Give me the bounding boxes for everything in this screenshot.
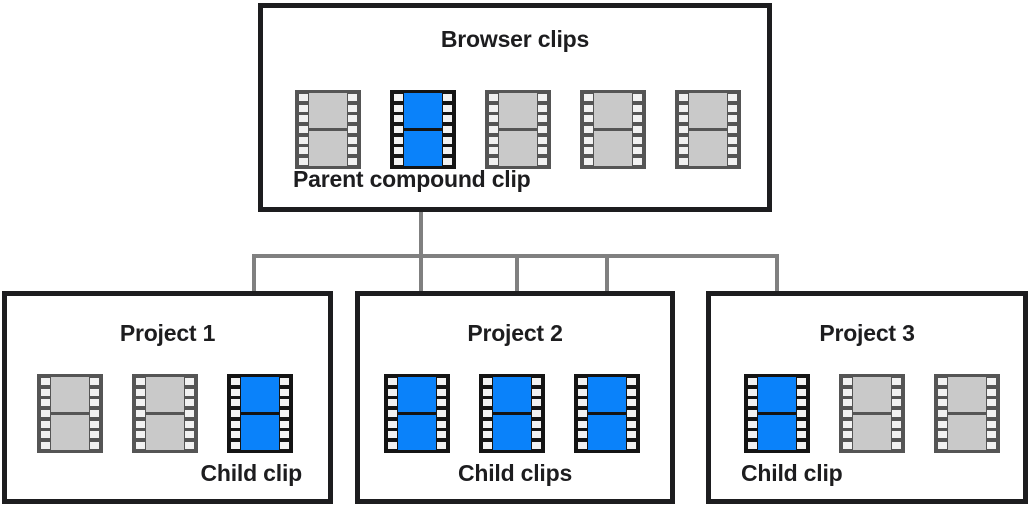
film-perforations-right-icon <box>986 377 997 450</box>
film-perforations-left-icon <box>678 93 689 166</box>
project-1-panel: Project 1 <box>2 291 333 504</box>
film-frames <box>146 377 184 450</box>
project-3-title: Project 3 <box>819 320 915 346</box>
film-frames <box>398 377 436 450</box>
project-3-clip-2[interactable] <box>839 374 905 453</box>
project-2-clip-3-child[interactable] <box>574 374 640 453</box>
film-perforations-right-icon <box>891 377 902 450</box>
parent-clip-row <box>295 90 741 169</box>
film-perforations-right-icon <box>537 93 548 166</box>
film-perforations-left-icon <box>842 377 853 450</box>
connector-trunk-vertical <box>419 212 423 258</box>
project-2-panel: Project 2 <box>355 291 675 504</box>
film-perforations-left-icon <box>40 377 51 450</box>
film-perforations-left-icon <box>577 377 588 450</box>
project-2-clip-2-child[interactable] <box>479 374 545 453</box>
film-frames <box>853 377 891 450</box>
film-frames <box>588 377 626 450</box>
film-perforations-right-icon <box>727 93 738 166</box>
film-frames <box>493 377 531 450</box>
film-perforations-left-icon <box>488 93 499 166</box>
film-frames <box>594 93 632 166</box>
film-perforations-right-icon <box>347 93 358 166</box>
film-perforations-right-icon <box>531 377 542 450</box>
project-1-clip-row <box>37 374 293 453</box>
parent-compound-clip-caption: Parent compound clip <box>293 166 531 192</box>
film-perforations-right-icon <box>442 93 453 166</box>
film-perforations-left-icon <box>393 93 404 166</box>
film-perforations-left-icon <box>298 93 309 166</box>
film-perforations-left-icon <box>482 377 493 450</box>
project-1-title: Project 1 <box>119 320 216 346</box>
project-3-caption: Child clip <box>741 460 843 486</box>
film-perforations-right-icon <box>184 377 195 450</box>
project-1-clip-3-child[interactable] <box>227 374 293 453</box>
film-frames <box>51 377 89 450</box>
parent-clip-4[interactable] <box>580 90 646 169</box>
film-perforations-left-icon <box>937 377 948 450</box>
project-2-caption: Child clips <box>457 460 573 486</box>
project-3-clip-row <box>744 374 1000 453</box>
parent-clip-1[interactable] <box>295 90 361 169</box>
film-frames <box>499 93 537 166</box>
project-3-panel: Project 3 <box>706 291 1028 504</box>
film-perforations-right-icon <box>632 93 643 166</box>
film-frames <box>689 93 727 166</box>
film-frames <box>758 377 796 450</box>
project-2-clip-1-child[interactable] <box>384 374 450 453</box>
project-3-clip-3[interactable] <box>934 374 1000 453</box>
project-1-clip-1[interactable] <box>37 374 103 453</box>
parent-clip-5[interactable] <box>675 90 741 169</box>
parent-panel-title: Browser clips <box>440 26 590 52</box>
project-2-clip-row <box>384 374 640 453</box>
project-1-clip-2[interactable] <box>132 374 198 453</box>
parent-compound-clip-panel: Browser clips <box>258 3 772 212</box>
film-perforations-left-icon <box>583 93 594 166</box>
film-perforations-right-icon <box>436 377 447 450</box>
film-perforations-right-icon <box>279 377 290 450</box>
film-frames <box>309 93 347 166</box>
film-perforations-right-icon <box>89 377 100 450</box>
parent-clip-2-selected[interactable] <box>390 90 456 169</box>
film-perforations-left-icon <box>230 377 241 450</box>
film-frames <box>948 377 986 450</box>
film-perforations-right-icon <box>796 377 807 450</box>
film-perforations-left-icon <box>747 377 758 450</box>
film-perforations-right-icon <box>626 377 637 450</box>
film-frames <box>241 377 279 450</box>
project-1-caption: Child clip <box>200 460 302 486</box>
project-3-clip-1-child[interactable] <box>744 374 810 453</box>
parent-clip-3[interactable] <box>485 90 551 169</box>
film-frames <box>404 93 442 166</box>
film-perforations-left-icon <box>135 377 146 450</box>
film-perforations-left-icon <box>387 377 398 450</box>
project-2-title: Project 2 <box>467 320 563 346</box>
